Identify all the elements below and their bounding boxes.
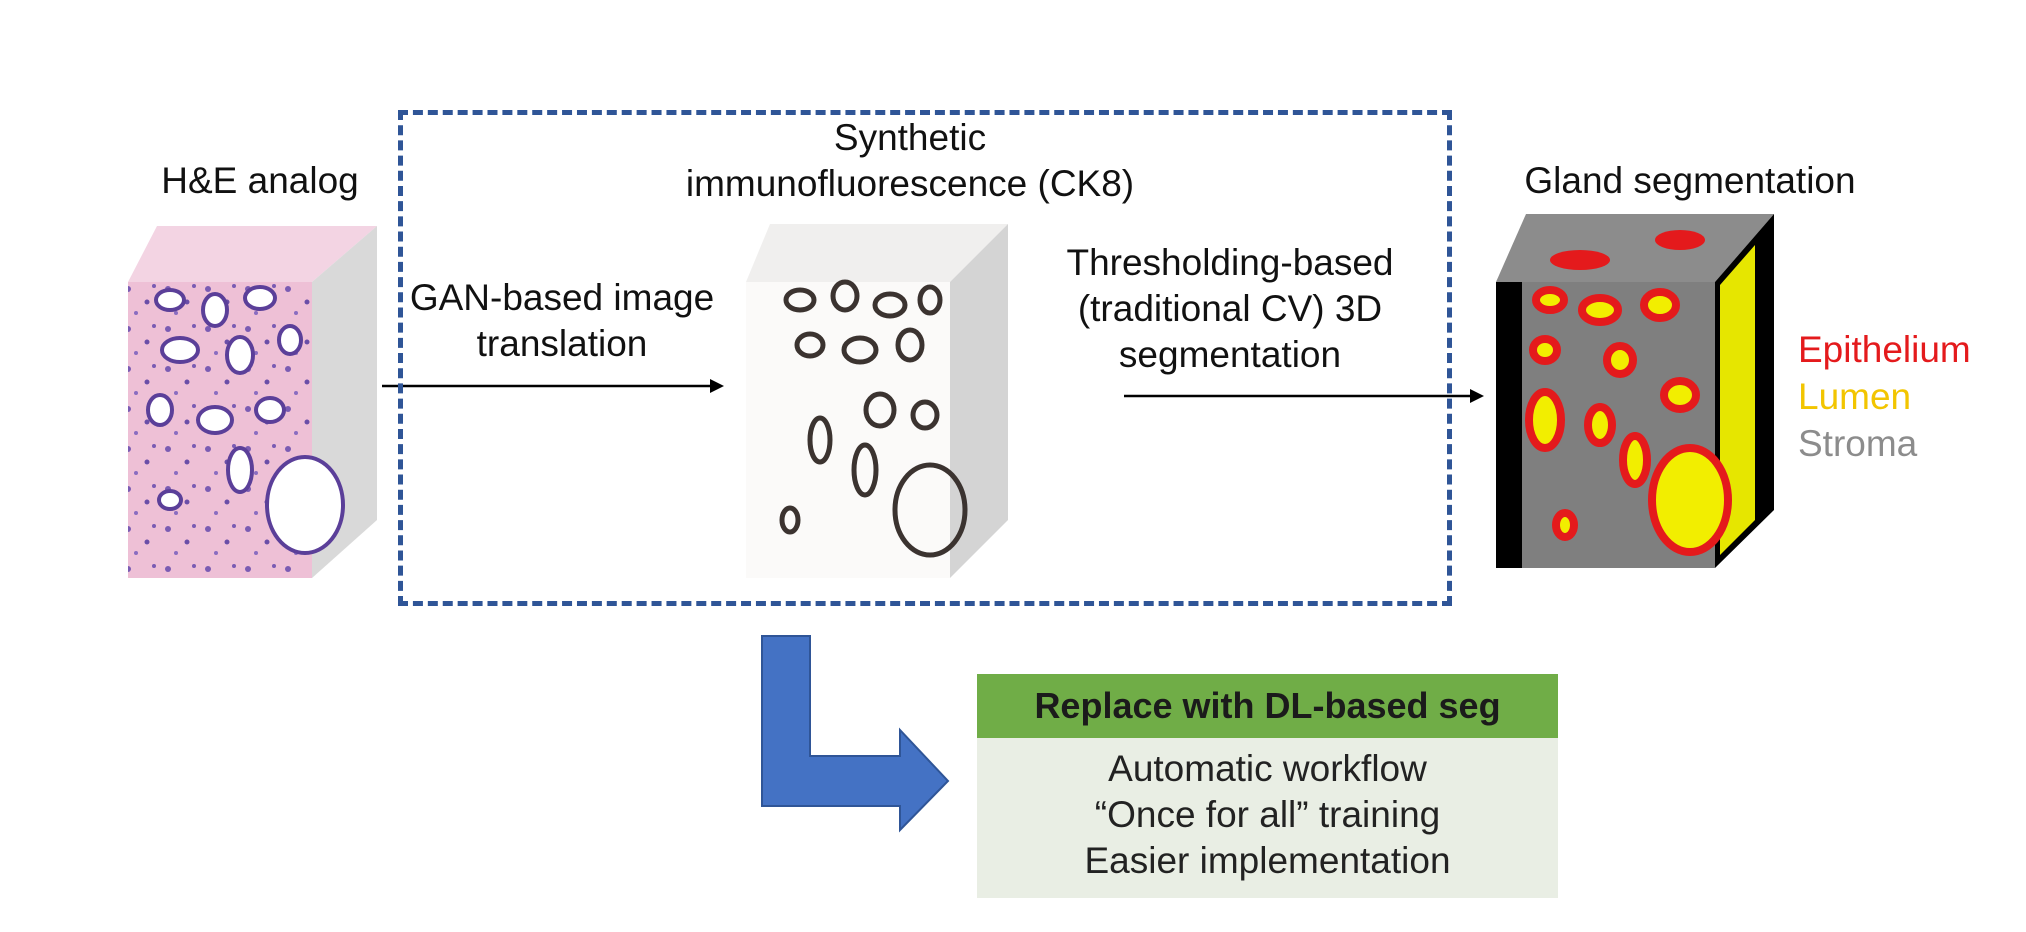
legend-lumen: Lumen — [1798, 376, 1912, 417]
synthetic-if-cube — [746, 224, 1008, 578]
synthetic-label-line1: Synthetic — [833, 117, 987, 158]
he-analog-cube — [128, 226, 377, 578]
dl-panel-item: “Once for all” training — [1094, 794, 1441, 835]
legend-epithelium: Epithelium — [1798, 329, 1971, 370]
threshold-label-line2: (traditional CV) 3D — [1077, 288, 1383, 329]
dl-panel-body: Automatic workflow “Once for all” traini… — [977, 738, 1558, 898]
dl-panel-item: Easier implementation — [1084, 840, 1451, 881]
bent-arrow — [761, 635, 950, 833]
translation-dashed-box — [398, 110, 1452, 606]
synthetic-label-line2: immunofluorescence (CK8) — [685, 163, 1135, 204]
gan-label-line1: GAN-based image — [409, 277, 715, 318]
dl-panel-title: Replace with DL-based seg — [977, 674, 1558, 738]
threshold-arrow — [1124, 389, 1484, 403]
gland-segmentation-cube — [1496, 214, 1774, 568]
threshold-label-line1: Thresholding-based — [1066, 242, 1394, 283]
gland-segmentation-label: Gland segmentation — [1524, 160, 1856, 201]
dl-panel-item: Automatic workflow — [1108, 748, 1427, 789]
gan-label-line2: translation — [476, 323, 648, 364]
threshold-label-line3: segmentation — [1118, 334, 1342, 375]
gan-arrow — [382, 379, 724, 393]
legend-stroma: Stroma — [1798, 423, 1918, 464]
he-analog-label: H&E analog — [161, 160, 359, 201]
